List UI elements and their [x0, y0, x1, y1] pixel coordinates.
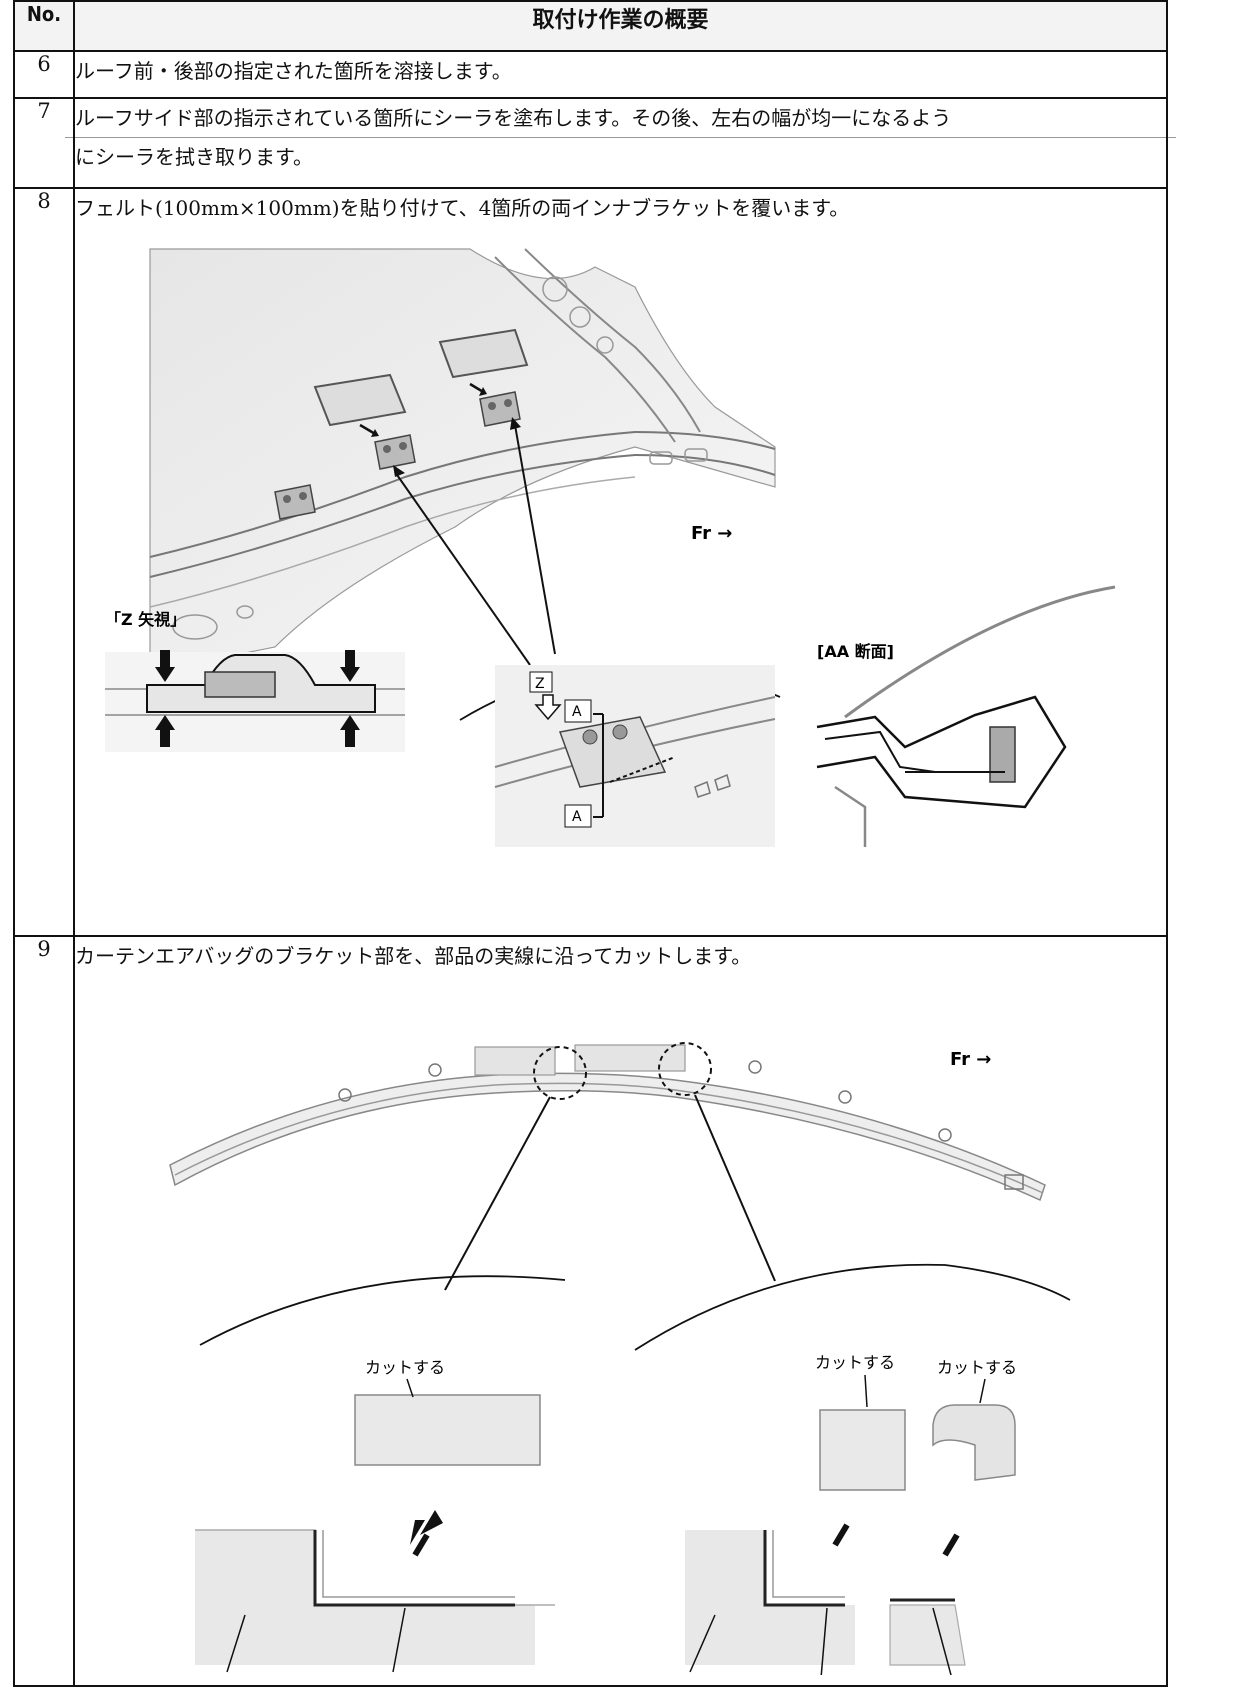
step-text: カーテンエアバッグのブラケット部を、部品の実線に沿ってカットします。	[75, 944, 752, 968]
felt-illustration: Fr →	[105, 248, 1116, 847]
step-text-line-2: にシーラを拭き取ります。	[75, 145, 313, 169]
fr-direction-label: Fr →	[950, 1049, 991, 1070]
step-text-line-1: ルーフサイド部の指示されている箇所にシーラを塗布します。その後、左右の幅が均一に…	[65, 99, 1176, 138]
step-text: ルーフサイド部の指示されている箇所にシーラを塗布します。その後、左右の幅が均一に…	[65, 97, 1176, 189]
aa-section-label: [AA 断面]	[817, 642, 894, 661]
header-title: 取付け作業の概要	[73, 0, 1168, 52]
z-view-drawing	[105, 650, 405, 752]
step-row-9: 9 カーテンエアバッグのブラケット部を、部品の実線に沿ってカットします。	[13, 935, 1168, 1687]
felt-pads	[313, 328, 529, 427]
step-body: フェルト(100mm×100mm)を貼り付けて、4箇所の両インナブラケットを覆い…	[73, 187, 1168, 937]
step-row-6: 6 ルーフ前・後部の指定された箇所を溶接します。	[13, 50, 1168, 99]
cut-label-1: カットする	[365, 1358, 445, 1377]
inner-brackets	[274, 382, 521, 520]
roof-panel-drawing	[149, 248, 776, 658]
right-detail-view	[634, 1263, 1071, 1666]
step-text: フェルト(100mm×100mm)を貼り付けて、4箇所の両インナブラケットを覆い…	[75, 196, 850, 220]
leader-lines	[393, 417, 556, 666]
step-number: 6	[13, 50, 75, 99]
cut-label-2: カットする	[815, 1353, 895, 1372]
step-number: 8	[13, 187, 75, 937]
procedure-table: No. 取付け作業の概要 6 ルーフ前・後部の指定された箇所を溶接します。 7 …	[13, 0, 1176, 1687]
procedure-sheet: No. 取付け作業の概要 6 ルーフ前・後部の指定された箇所を溶接します。 7 …	[13, 0, 1176, 1687]
step-text: ルーフ前・後部の指定された箇所を溶接します。	[73, 50, 1168, 99]
fr-direction-label: Fr →	[691, 523, 732, 544]
step-number: 9	[13, 935, 75, 1687]
z-view-label: 「Z 矢視」	[105, 610, 186, 629]
header-no: No.	[13, 0, 75, 52]
table-header-row: No. 取付け作業の概要	[13, 0, 1168, 52]
left-detail-view	[195, 1275, 566, 1665]
aa-section-drawing	[816, 585, 1116, 847]
felt-installation-figure: Fr →	[75, 227, 1166, 917]
a-bottom-label: A	[572, 809, 582, 825]
airbag-illustration: Fr →	[169, 1042, 1071, 1675]
a-top-label: A	[572, 704, 582, 720]
step-row-7: 7 ルーフサイド部の指示されている箇所にシーラを塗布します。その後、左右の幅が均…	[13, 97, 1176, 189]
step-body: カーテンエアバッグのブラケット部を、部品の実線に沿ってカットします。	[73, 935, 1168, 1687]
z-label: Z	[535, 676, 545, 692]
curtain-airbag-drawing	[169, 1042, 1046, 1202]
step-row-8: 8 フェルト(100mm×100mm)を貼り付けて、4箇所の両インナブラケットを…	[13, 187, 1168, 937]
leader-lines	[444, 1094, 776, 1291]
cut-label-3: カットする	[937, 1358, 1017, 1377]
airbag-cut-figure: Fr →	[75, 975, 1166, 1675]
detail-view: Z A A	[459, 665, 781, 847]
step-number: 7	[13, 97, 75, 189]
